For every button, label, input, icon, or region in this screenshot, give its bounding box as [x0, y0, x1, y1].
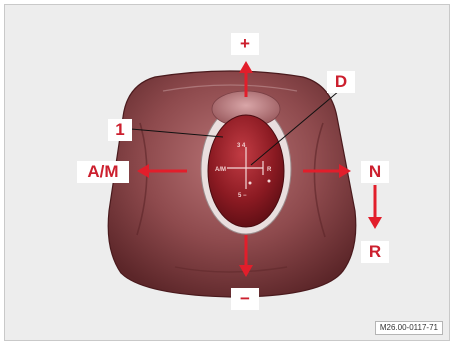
- label-upshift-plus: +: [231, 33, 259, 55]
- knob-mark-bottom: 5 −: [238, 193, 247, 199]
- shift-pattern-figure: 3 4 A/M R 5 − + − A/M N: [4, 4, 450, 341]
- label-drive-d: D: [327, 71, 355, 93]
- label-downshift-minus: −: [231, 288, 259, 310]
- knob-mark-top: 3 4: [237, 143, 246, 149]
- label-am: A/M: [77, 161, 129, 183]
- label-neutral-n: N: [361, 161, 389, 183]
- knob-mark-left: A/M: [215, 167, 226, 173]
- label-callout-1: 1: [108, 119, 132, 141]
- knob-dot: [249, 182, 252, 185]
- arrow-n-to-r: [368, 185, 382, 229]
- label-reverse-r: R: [361, 241, 389, 263]
- knob-mark-right: R: [267, 167, 272, 173]
- knob-dot: [268, 180, 271, 183]
- figure-code: M26.00-0117-71: [375, 321, 443, 335]
